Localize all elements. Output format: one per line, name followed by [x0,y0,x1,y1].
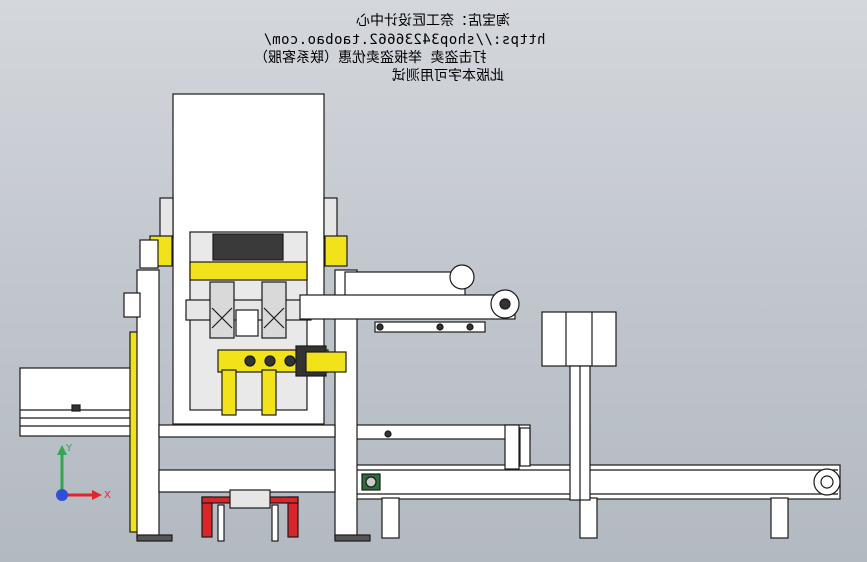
y-axis-label: Y [65,443,73,454]
x-axis-arrowhead [92,490,102,500]
y-axis-arrowhead [57,445,67,455]
axis-triad: Y X [56,443,111,501]
sensor-post [541,311,617,501]
left-bracket [123,239,159,318]
main-frame [136,269,371,542]
input-conveyor [19,331,139,533]
gripper-mechanism [185,261,347,416]
z-axis-dot [56,489,68,501]
mid-table [354,424,531,470]
output-conveyor [354,464,841,539]
x-axis-label: X [104,490,111,501]
side-drive [299,264,520,333]
base-stand [201,489,299,542]
